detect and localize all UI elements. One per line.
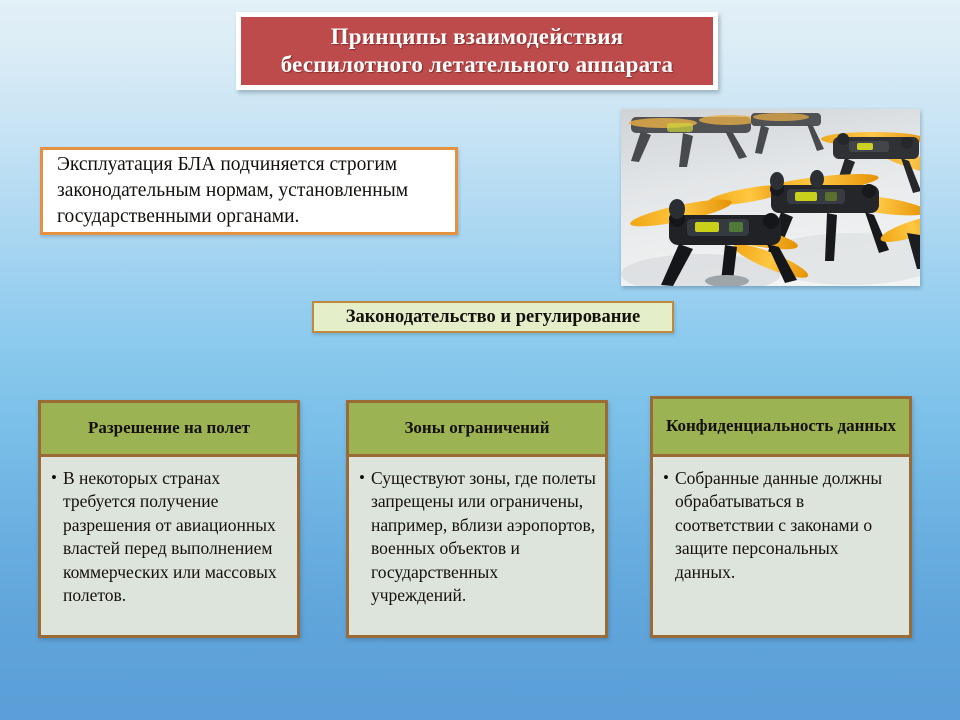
card-title: Конфиденциальность данных — [666, 416, 896, 436]
bullet-text: В некоторых странах требуется получение … — [62, 468, 277, 606]
card-flight-permission: Разрешение на полет • В некоторых страна… — [38, 400, 300, 638]
card-header: Зоны ограничений — [346, 400, 608, 457]
slide-title-line2: беспилотного летательного аппарата — [280, 52, 674, 77]
card-data-confidentiality: Конфиденциальность данных • Собранные да… — [650, 396, 912, 638]
card-body: • В некоторых странах требуется получени… — [38, 457, 300, 638]
bullet-item: • Существуют зоны, где полеты запрещены … — [357, 467, 597, 608]
bullet-dot-icon: • — [663, 468, 669, 487]
bullet-text: Существуют зоны, где полеты запрещены ил… — [370, 468, 596, 606]
slide-title: Принципы взаимодействия беспилотного лет… — [275, 23, 680, 79]
slide-title-line1: Принципы взаимодействия — [330, 23, 624, 49]
intro-callout-box: Эксплуатация БЛА подчиняется строгим зак… — [40, 147, 458, 235]
card-title: Зоны ограничений — [404, 418, 550, 438]
slide-title-banner: Принципы взаимодействия беспилотного лет… — [236, 12, 718, 90]
drone-fleet-photo — [621, 109, 920, 286]
card-restricted-zones: Зоны ограничений • Существуют зоны, где … — [346, 400, 608, 638]
card-body: • Собранные данные должны обрабатываться… — [650, 457, 912, 638]
bullet-item: • Собранные данные должны обрабатываться… — [661, 467, 901, 584]
card-header: Конфиденциальность данных — [650, 396, 912, 457]
section-chip-label: Законодательство и регулирование — [345, 306, 641, 327]
intro-callout-text: Эксплуатация БЛА подчиняется строгим зак… — [57, 154, 409, 227]
card-body: • Существуют зоны, где полеты запрещены … — [346, 457, 608, 638]
drone-fleet-illustration — [621, 109, 920, 286]
bullet-dot-icon: • — [51, 468, 57, 487]
bullet-text: Собранные данные должны обрабатываться в… — [674, 468, 883, 582]
bullet-dot-icon: • — [359, 468, 365, 487]
section-chip-legislation: Законодательство и регулирование — [312, 301, 674, 333]
bullet-item: • В некоторых странах требуется получени… — [49, 467, 289, 608]
card-header: Разрешение на полет — [38, 400, 300, 457]
card-title: Разрешение на полет — [87, 418, 251, 438]
